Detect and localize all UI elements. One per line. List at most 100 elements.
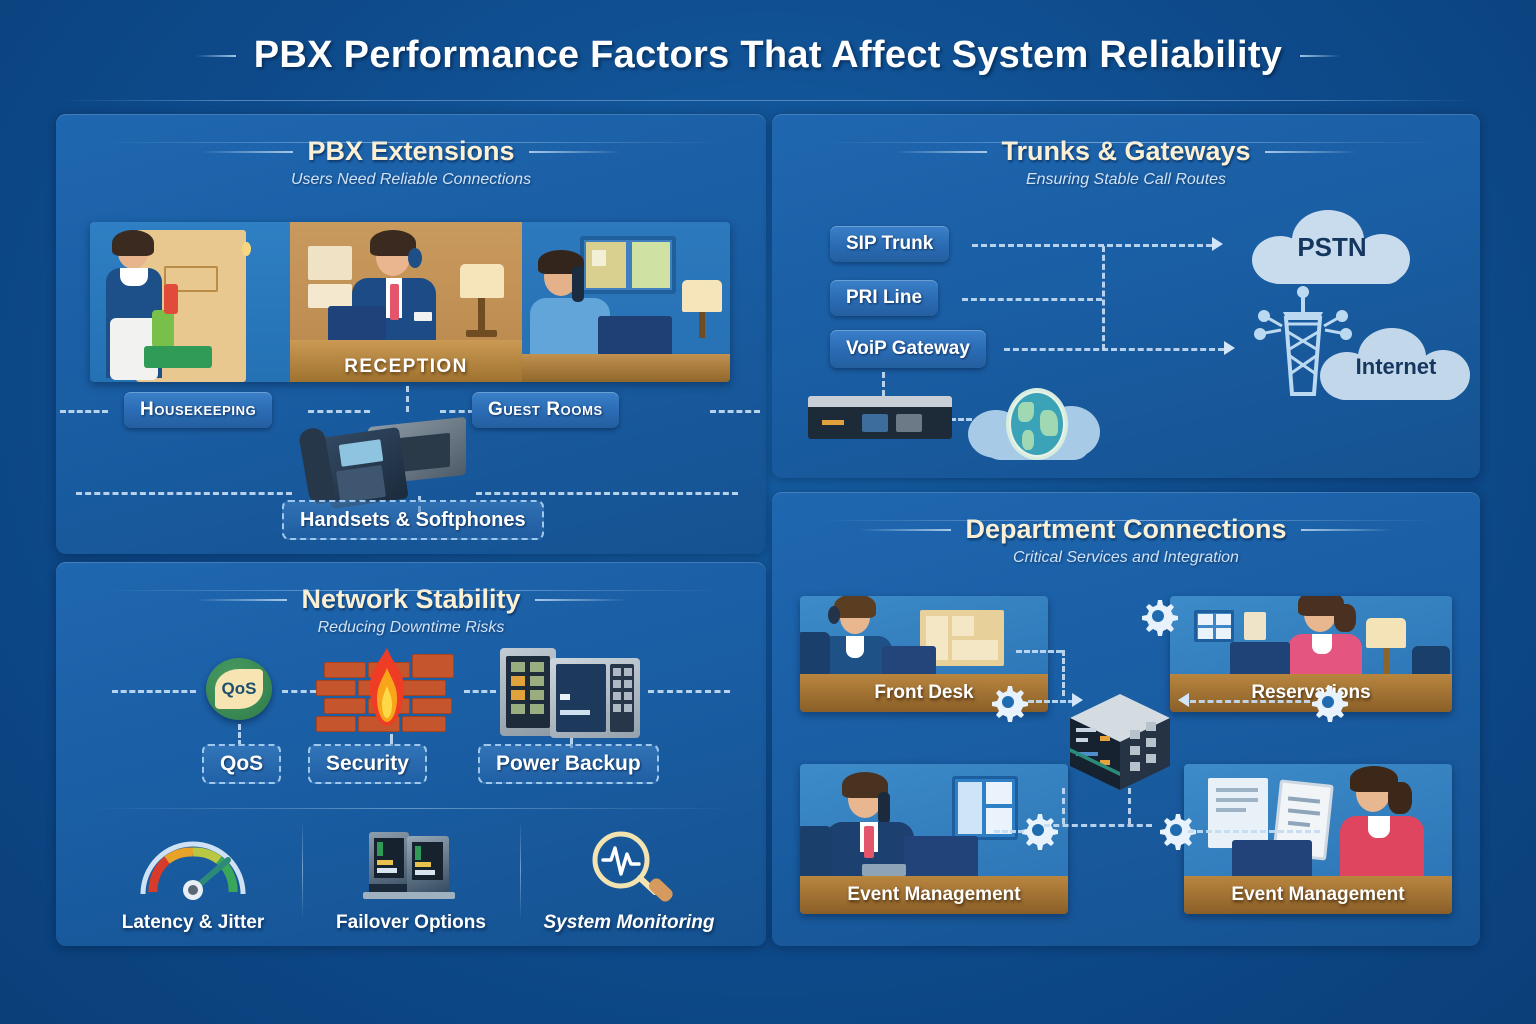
globe-land-c bbox=[1022, 430, 1034, 450]
chip-security-label: Security bbox=[326, 752, 409, 775]
route-pri-vertical bbox=[1102, 246, 1105, 350]
cell-tower-icon bbox=[1248, 282, 1358, 398]
dept-label-event-management-left: Event Management bbox=[847, 884, 1021, 905]
chip-housekeeping[interactable]: Housekeeping bbox=[124, 392, 273, 428]
reception-desk-label: RECEPTION bbox=[344, 356, 468, 377]
route-sip-to-pstn bbox=[972, 244, 1212, 247]
chip-sip-trunk[interactable]: SIP Trunk bbox=[830, 226, 950, 262]
reception-desk bbox=[290, 340, 522, 382]
panel-title-departments: Department Connections bbox=[965, 514, 1287, 544]
chip-guest-rooms[interactable]: Guest Rooms bbox=[472, 392, 619, 428]
title-rule-left bbox=[195, 54, 236, 57]
metric-system-monitoring-label: System Monitoring bbox=[543, 912, 715, 933]
hub-connector-top-left-h bbox=[1016, 650, 1062, 653]
guest-lamp-shade-icon bbox=[682, 280, 722, 312]
panel-subtitle-extensions: Users Need Reliable Connections bbox=[290, 171, 532, 188]
firewall-flame-icon bbox=[316, 648, 456, 734]
event-left-tie bbox=[864, 826, 874, 858]
panel-department-connections: Department Connections Critical Services… bbox=[772, 492, 1480, 946]
dept-scene-reservations[interactable]: Reservations bbox=[1170, 596, 1452, 712]
internet-cloud-label: Internet bbox=[1355, 354, 1437, 379]
hotel-scene-strip: RECEPTION bbox=[90, 222, 730, 382]
event-right-ponytail bbox=[1388, 782, 1412, 814]
header-rule-left bbox=[195, 598, 288, 601]
connector-qos-security bbox=[282, 690, 316, 693]
panel-network-stability: Network Stability Reducing Downtime Risk… bbox=[56, 562, 766, 946]
main-title-text: PBX Performance Factors That Affect Syst… bbox=[253, 34, 1283, 76]
gear-icon-right bbox=[1308, 682, 1348, 727]
server-rack-icon bbox=[351, 828, 471, 902]
hub-connector-bottom-left-v bbox=[1062, 788, 1065, 824]
pstn-cloud[interactable]: PSTN bbox=[1252, 210, 1412, 286]
hub-connector-bottom-right-stub bbox=[1188, 830, 1320, 833]
metric-latency-jitter[interactable]: Latency & Jitter bbox=[84, 814, 302, 934]
connector-network-left-edge bbox=[112, 690, 196, 693]
panel-title-extensions: PBX Extensions bbox=[307, 136, 515, 166]
chip-qos[interactable]: QoS bbox=[202, 744, 282, 784]
front-desk-agent-hair bbox=[834, 596, 876, 618]
flame-svg bbox=[370, 648, 404, 726]
isometric-server-svg bbox=[1070, 694, 1170, 790]
router-top bbox=[808, 396, 952, 408]
chip-voip-gateway[interactable]: VoiP Gateway bbox=[830, 330, 986, 368]
header-rule-right bbox=[1300, 528, 1393, 531]
pstn-cloud-body bbox=[1262, 250, 1404, 284]
cell-tower-svg bbox=[1254, 286, 1352, 396]
wall-light-icon bbox=[242, 242, 251, 256]
route-sip-arrow bbox=[1212, 237, 1223, 251]
metric-failover-options[interactable]: Failover Options bbox=[302, 814, 520, 934]
globe-land-a bbox=[1018, 402, 1034, 422]
route-voip-arrow bbox=[1224, 341, 1235, 355]
chip-security[interactable]: Security bbox=[308, 744, 427, 784]
lamp-shade-icon bbox=[460, 264, 504, 298]
chip-pri-line-label: PRI Line bbox=[846, 287, 923, 308]
connector-handsets-right bbox=[476, 492, 738, 495]
speed-gauge-svg bbox=[140, 841, 246, 900]
event-right-laptop-icon bbox=[1232, 840, 1312, 882]
chip-pri-line[interactable]: PRI Line bbox=[830, 280, 939, 316]
stem-power bbox=[570, 738, 573, 748]
ups-cabinet-icon bbox=[500, 648, 640, 738]
chip-qos-label: QoS bbox=[220, 752, 264, 775]
header-rule-left bbox=[895, 150, 988, 153]
network-metrics-row: Latency & Jitter Failover Options bbox=[84, 814, 738, 934]
connector-reception-guestrooms bbox=[440, 410, 502, 413]
maid-collar bbox=[120, 268, 148, 286]
metric-system-monitoring[interactable]: System Monitoring bbox=[520, 814, 738, 934]
front-desk-collar bbox=[846, 636, 864, 658]
connector-handsets-left bbox=[76, 492, 292, 495]
hub-connector-bottom-right-v bbox=[1128, 788, 1131, 824]
router-ports-a bbox=[862, 414, 888, 432]
network-divider bbox=[84, 808, 738, 809]
dept-scene-front-desk[interactable]: Front Desk bbox=[800, 596, 1048, 712]
scene-reception: RECEPTION bbox=[290, 222, 522, 382]
chip-power-backup[interactable]: Power Backup bbox=[478, 744, 659, 784]
hub-arrow-left bbox=[1072, 693, 1083, 707]
window-pane-right bbox=[632, 242, 670, 288]
guest-desk bbox=[522, 354, 730, 382]
panel-subtitle-departments: Critical Services and Integration bbox=[1013, 549, 1239, 566]
name-badge-icon bbox=[414, 312, 432, 321]
isometric-server-icon[interactable] bbox=[1060, 690, 1178, 800]
dept-scene-event-management-left[interactable]: Event Management bbox=[800, 764, 1068, 914]
qos-badge-text: QoS bbox=[215, 669, 263, 709]
wall-frame-icon bbox=[308, 246, 352, 280]
dept-scene-event-management-right[interactable]: Event Management bbox=[1184, 764, 1452, 914]
headset-icon bbox=[408, 248, 422, 268]
scene-guest-room bbox=[522, 222, 730, 382]
chip-handsets-softphones[interactable]: Handsets & Softphones bbox=[282, 500, 544, 540]
internet-cloud[interactable]: Internet bbox=[1320, 328, 1472, 402]
guest-laptop-icon bbox=[598, 316, 672, 358]
reservations-agent-ponytail bbox=[1334, 604, 1356, 632]
chip-power-backup-label: Power Backup bbox=[496, 752, 641, 775]
desk-phone-icon bbox=[297, 414, 466, 514]
reservations-agent-hair bbox=[1298, 596, 1344, 616]
door-plaque-icon bbox=[164, 266, 218, 292]
route-gateway-device bbox=[882, 372, 885, 396]
dept-label-event-management-right: Event Management bbox=[1231, 884, 1405, 905]
connector-security-power bbox=[464, 690, 496, 693]
globe-cloud-icon bbox=[968, 376, 1104, 470]
panel-header-departments: Department Connections Critical Services… bbox=[772, 492, 1480, 567]
guest-handset-icon bbox=[572, 266, 584, 302]
panel-title-network: Network Stability bbox=[301, 584, 521, 614]
